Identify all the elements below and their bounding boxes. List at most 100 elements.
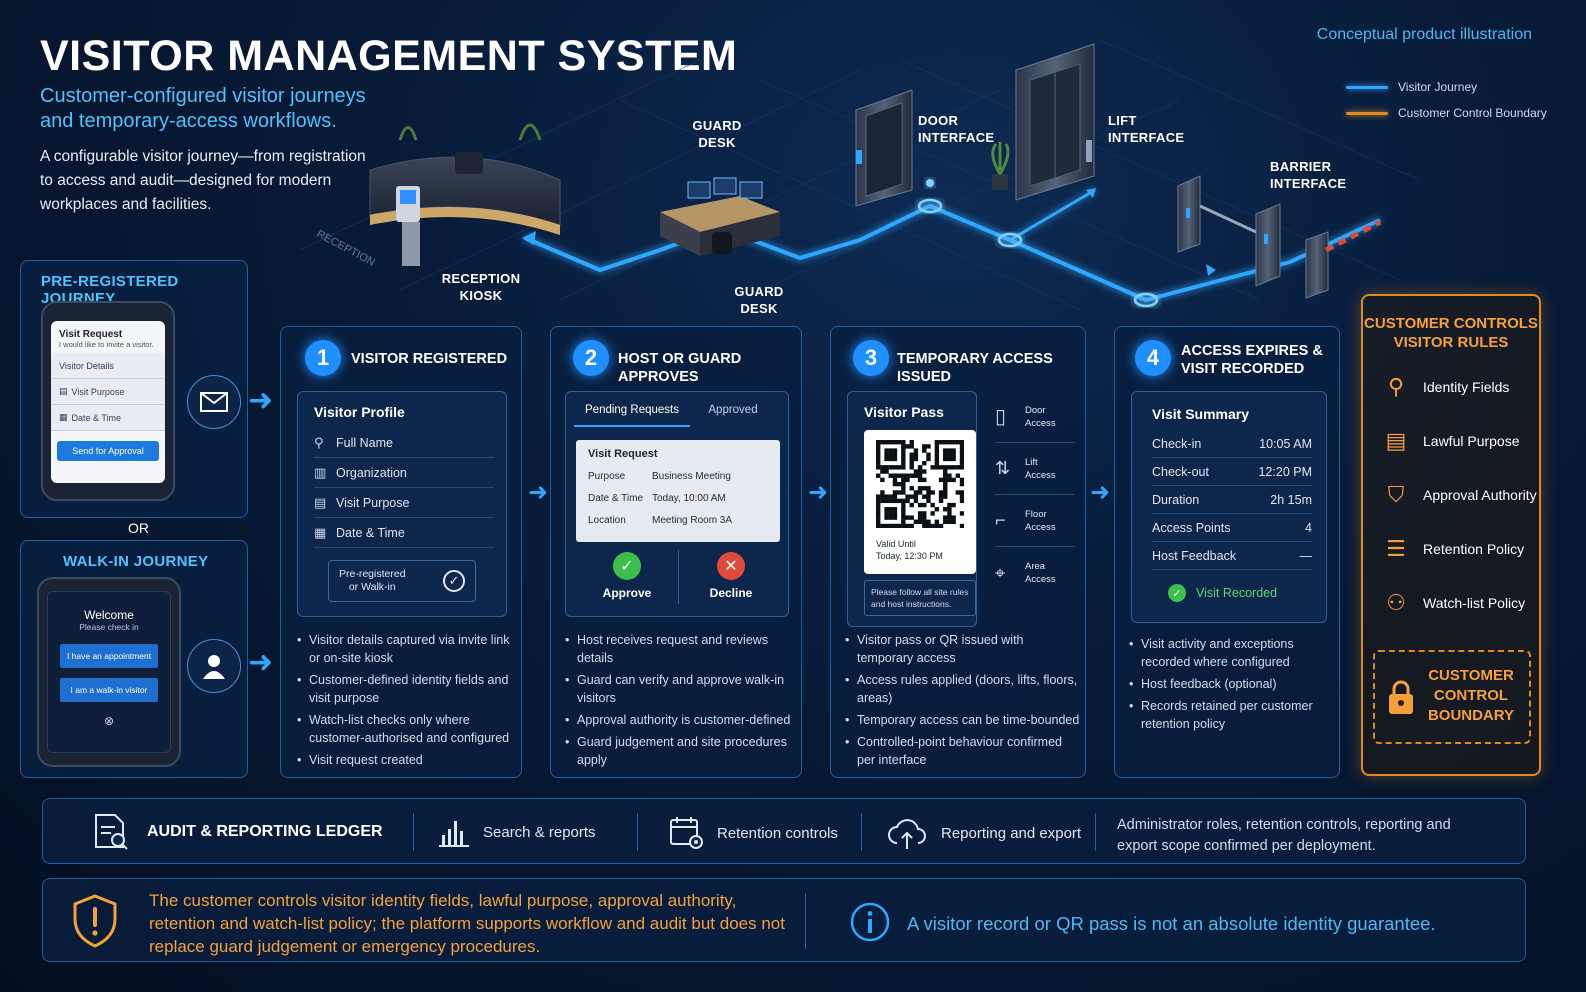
- lock-icon: [1389, 680, 1413, 714]
- lift-interface-icon: [1015, 43, 1095, 201]
- kiosk-welcome: Welcome: [84, 608, 134, 622]
- customer-boundary-line: [1346, 111, 1388, 115]
- boundary-label: CUSTOMER CONTROL BOUNDARY: [1427, 667, 1515, 724]
- access-area: ⌖ Area Access: [995, 547, 1075, 599]
- row-label: Visit Purpose: [336, 495, 410, 510]
- legend: Visitor Journey Customer Control Boundar…: [1346, 74, 1547, 126]
- field-value: Today, 10:00 AM: [652, 493, 726, 504]
- cloud-upload-icon: [888, 819, 926, 849]
- bullet: Visit activity and exceptions recorded w…: [1129, 635, 1335, 671]
- door-interface-icon: [855, 89, 913, 207]
- label-barrier-interface: BARRIER INTERFACE: [1270, 159, 1347, 191]
- access-label: Area Access: [1025, 561, 1056, 585]
- step-2-host-approves: 2 HOST OR GUARD APPROVES Pending Request…: [550, 326, 802, 778]
- search-reports-link[interactable]: Search & reports: [439, 817, 596, 847]
- customer-control-boundary: CUSTOMER CONTROL BOUNDARY: [1373, 650, 1531, 744]
- walk-in-visitor-button[interactable]: I am a walk-in visitor: [60, 678, 158, 702]
- bar-chart-icon: [439, 821, 469, 847]
- approve-button[interactable]: ✓ Approve: [576, 552, 678, 600]
- bullet: Records retained per customer retention …: [1129, 697, 1335, 733]
- pass-note: Please follow all site rules and host in…: [864, 580, 976, 616]
- tab-approved[interactable]: Approved: [708, 404, 758, 416]
- stairs-icon: ⌐: [995, 510, 1006, 530]
- location-pin-icon: ⌖: [995, 562, 1006, 583]
- reception-floor-text: RECEPTION: [315, 228, 377, 269]
- step-1-bullets: Visitor details captured via invite link…: [297, 631, 515, 773]
- close-icon[interactable]: ⊗: [103, 714, 115, 728]
- flow-arrow-icon: ➜: [808, 479, 829, 506]
- audit-ledger: AUDIT & REPORTING LEDGER: [93, 813, 383, 851]
- visit-request-title: Visit Request: [588, 448, 658, 460]
- row-key: Host Feedback: [1152, 548, 1237, 563]
- flow-arrow-icon: ➜: [528, 479, 549, 506]
- or-label: OR: [128, 520, 149, 536]
- disclaimer-bar: The customer controls visitor identity f…: [42, 878, 1526, 962]
- send-for-approval-button[interactable]: Send for Approval: [57, 441, 159, 461]
- phone-row-date-time[interactable]: ▦Date & Time: [51, 405, 165, 431]
- check-icon: ✓: [443, 570, 465, 592]
- ledger-document-icon: [95, 814, 128, 850]
- visitor-profile-title: Visitor Profile: [314, 404, 405, 420]
- user-icon: [187, 639, 241, 693]
- label-guard-desk-bottom: GUARD DESK: [734, 284, 784, 316]
- phone-row-visit-purpose[interactable]: ▤Visit Purpose: [51, 379, 165, 405]
- lift-icon: ⇅: [995, 458, 1011, 478]
- calendar-icon: ▦: [314, 524, 327, 540]
- bullet: Visitor details captured via invite link…: [297, 631, 515, 667]
- row-label: Visit Purpose: [71, 386, 125, 397]
- field-location: Location Meeting Room 3A: [588, 510, 768, 532]
- page-subtitle: Customer-configured visitor journeys and…: [40, 85, 366, 132]
- audit-reporting-bar: AUDIT & REPORTING LEDGER Search & report…: [42, 798, 1526, 864]
- reporting-export-link[interactable]: Reporting and export: [887, 815, 1081, 851]
- kiosk-tablet: Welcome Please check in I have an appoin…: [37, 577, 181, 767]
- document-icon: ▤: [1385, 428, 1407, 453]
- envelope-icon: [187, 375, 241, 429]
- appointment-button[interactable]: I have an appointment: [60, 644, 158, 668]
- access-door: ▯ Door Access: [995, 391, 1075, 443]
- info-icon: [850, 902, 890, 942]
- decline-button[interactable]: ✕ Decline: [680, 552, 782, 600]
- phone-visit-request-sub: I would like to invite a visitor.: [59, 340, 154, 349]
- bullet: Visitor pass or QR issued with temporary…: [845, 631, 1081, 667]
- phone-row-visitor-details[interactable]: Visitor Details: [51, 353, 165, 379]
- invite-phone: Visit Request I would like to invite a v…: [41, 301, 175, 501]
- row-value: 10:05 AM: [1259, 436, 1312, 451]
- building-icon: ▥: [314, 464, 327, 480]
- access-lift: ⇅ Lift Access: [995, 443, 1075, 495]
- control-retention-policy: ☰Retention Policy: [1377, 522, 1537, 576]
- visitor-journey-line: [1346, 85, 1388, 89]
- step-1-visitor-registered: 1 VISITOR REGISTERED Visitor Profile ⚲Fu…: [280, 326, 522, 778]
- field-key: Date & Time: [588, 493, 644, 504]
- page-title: VISITOR MANAGEMENT SYSTEM: [40, 32, 738, 80]
- step-4-bullets: Visit activity and exceptions recorded w…: [1129, 635, 1335, 737]
- label-door-interface: DOOR INTERFACE: [918, 113, 995, 145]
- control-identity-fields: ⚲Identity Fields: [1377, 360, 1537, 414]
- qr-code-icon: [876, 440, 964, 528]
- field-value: Meeting Room 3A: [652, 515, 733, 526]
- admin-note: Administrator roles, retention controls,…: [1117, 817, 1451, 854]
- database-icon: ☰: [1386, 536, 1406, 561]
- tab-pending-requests[interactable]: Pending Requests: [574, 404, 690, 427]
- person-icon: ⚲: [314, 434, 324, 450]
- field-key: Location: [588, 515, 626, 526]
- barrier-interface-icon: [1177, 175, 1382, 299]
- retention-controls-link[interactable]: Retention controls: [669, 815, 838, 851]
- step-2-title: HOST OR GUARD APPROVES: [618, 351, 742, 385]
- valid-until: Valid Until Today, 12:30 PM: [876, 539, 943, 561]
- row-value: 12:20 PM: [1258, 464, 1312, 479]
- flow-arrow-icon: ➜: [1090, 479, 1111, 506]
- checkmark-icon: ✓: [613, 552, 641, 580]
- field-date-time: Date & Time Today, 10:00 AM: [588, 488, 768, 510]
- qr-pass[interactable]: Valid Until Today, 12:30 PM: [864, 430, 976, 574]
- visit-recorded-status: ✓ Visit Recorded: [1168, 584, 1277, 602]
- calendar-icon: ▦: [59, 412, 68, 422]
- pre-registered-panel: PRE-REGISTERED JOURNEY Visit Request I w…: [20, 260, 248, 518]
- access-label: Lift Access: [1025, 456, 1056, 481]
- bullet: Access rules applied (doors, lifts, floo…: [845, 671, 1081, 707]
- step-4-access-expires: 4 ACCESS EXPIRES & VISIT RECORDED Visit …: [1114, 326, 1340, 778]
- customer-responsibility-text: The customer controls visitor identity f…: [149, 891, 785, 956]
- label-reception-kiosk: RECEPTION KIOSK: [441, 271, 521, 303]
